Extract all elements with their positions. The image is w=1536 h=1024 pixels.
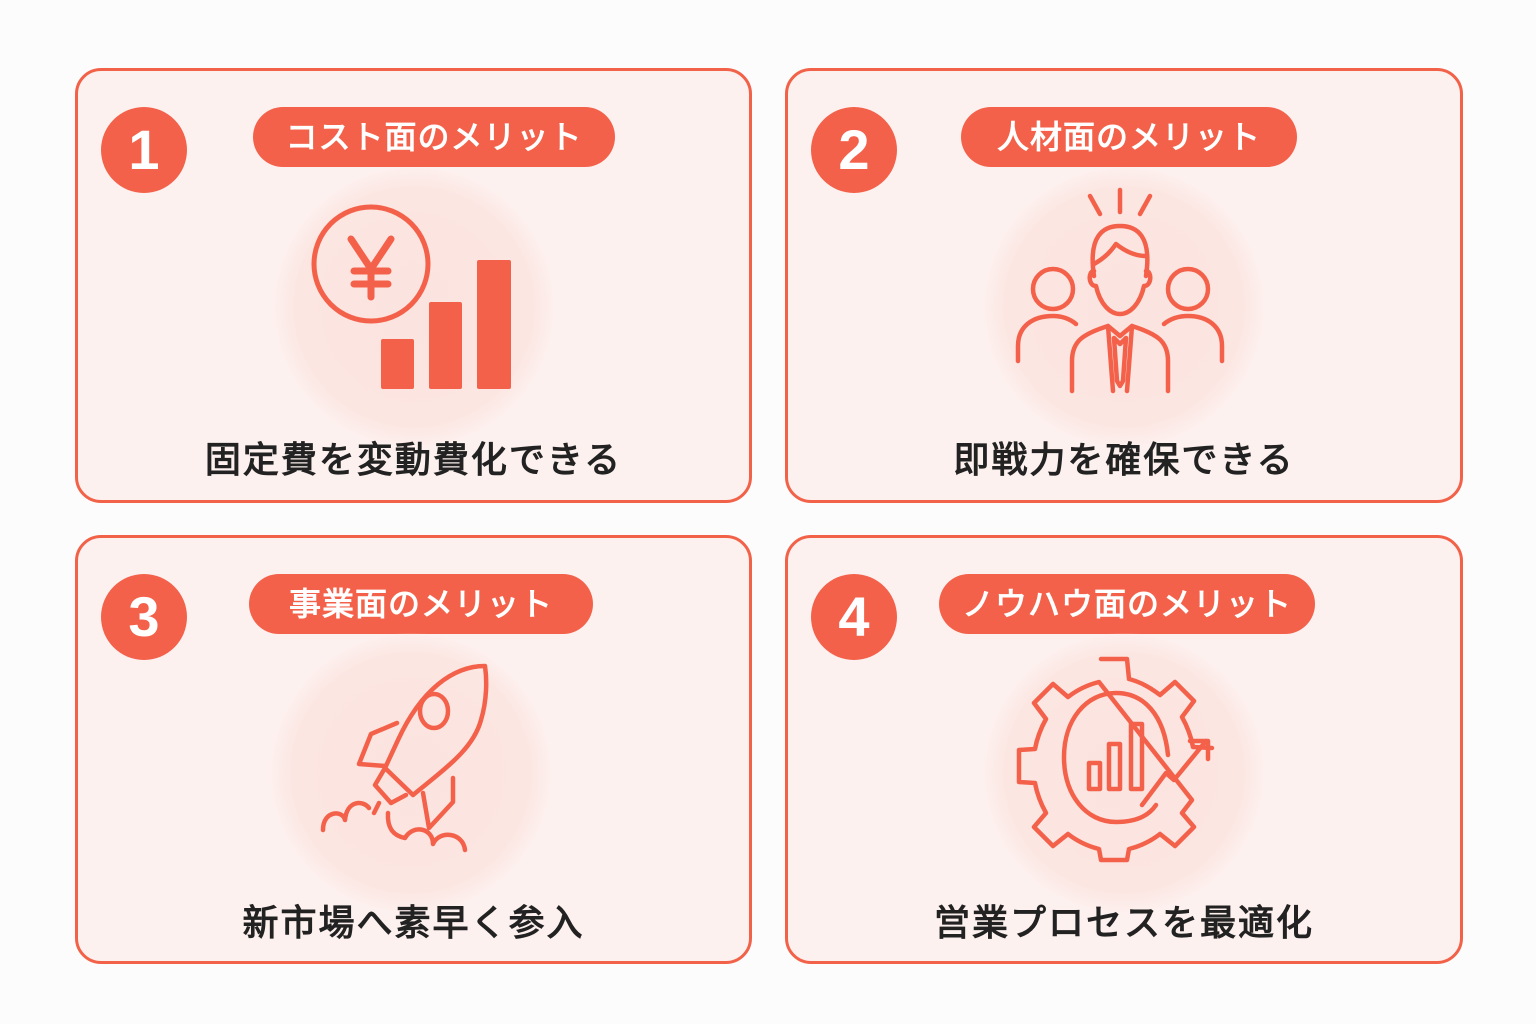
icon-halo	[984, 167, 1264, 447]
category-pill: 人材面のメリット	[961, 107, 1297, 167]
category-pill: ノウハウ面のメリット	[939, 574, 1315, 634]
yen-bar-chart-icon	[311, 204, 511, 389]
team-people-icon	[1015, 187, 1225, 394]
benefit-caption: 新市場へ素早く参入	[242, 903, 585, 944]
rocket-icon	[320, 663, 489, 853]
number-badge: 2	[811, 107, 897, 193]
benefit-card-cost: 1 コスト面のメリット 固定費を変動費化できる	[75, 68, 752, 503]
benefit-caption: 固定費を変動費化できる	[204, 440, 623, 481]
benefit-card-knowhow: 4 ノウハウ面のメリット 営業プロセスを最適化	[785, 535, 1463, 964]
icon-halo	[984, 633, 1264, 913]
number-badge: 1	[101, 107, 187, 193]
category-pill: 事業面のメリット	[249, 574, 593, 634]
benefit-caption: 営業プロセスを最適化	[933, 903, 1314, 944]
benefit-card-business: 3 事業面のメリット 新市場へ素早く参入	[75, 535, 752, 964]
number-badge: 3	[101, 574, 187, 660]
number-badge: 4	[811, 574, 897, 660]
benefit-card-talent: 2 人材面のメリット 即戦力を確保できる	[785, 68, 1463, 503]
benefit-caption: 即戦力を確保できる	[953, 440, 1295, 481]
icon-halo	[271, 633, 551, 913]
gear-chart-icon	[1016, 656, 1215, 863]
category-pill: コスト面のメリット	[253, 107, 615, 167]
